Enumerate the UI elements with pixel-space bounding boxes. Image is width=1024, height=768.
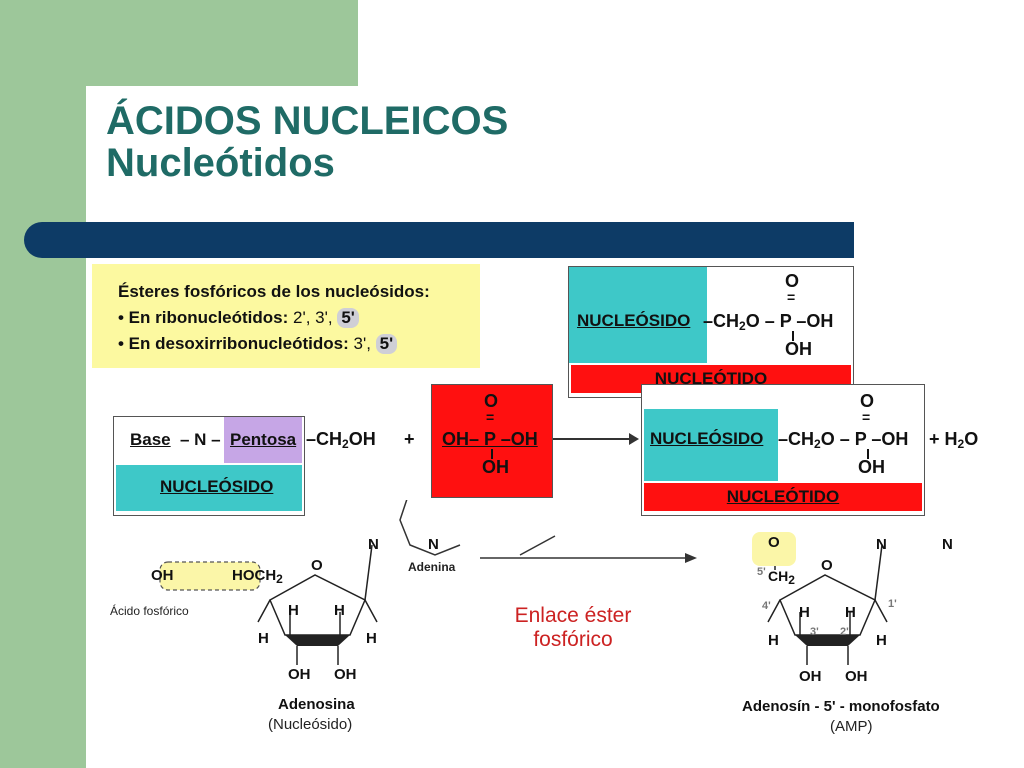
amp-n-right: N	[942, 536, 953, 553]
adenosine-oh-3: OH	[288, 666, 311, 683]
info-deoxy-line: • En desoxirribonucleótidos: 3', 5'	[118, 334, 398, 354]
reaction-arrow	[553, 433, 639, 445]
adenina-label: Adenina	[408, 560, 456, 574]
adenosine-h-outer-left: H	[258, 630, 269, 647]
top-double-bond: =	[787, 289, 796, 305]
green-top-band	[0, 0, 358, 86]
green-side-band	[0, 86, 86, 768]
amp-h-left: H	[799, 604, 810, 621]
prime-1: 1'	[888, 598, 897, 610]
deoxy-label: • En desoxirribonucleótidos:	[118, 334, 349, 353]
product-nucleotido-bar: NUCLEÓTIDO	[644, 483, 922, 511]
amp-ring-o: O	[821, 557, 833, 574]
product-o: O	[860, 391, 875, 411]
product-oh: OH	[858, 457, 885, 477]
reactant-nucleoside-box: Base – N – Pentosa NUCLEÓSIDO	[113, 416, 305, 516]
acido-fosforico-label: Ácido fosfórico	[110, 604, 189, 618]
adenosine-h-left: H	[288, 602, 299, 619]
prime-2: 2'	[840, 626, 849, 638]
nucleosido-paren-label: (Nucleósido)	[268, 716, 353, 733]
amp-h-outer-right: H	[876, 632, 887, 649]
reactant-nucleosido-label: NUCLEÓSIDO	[160, 477, 274, 496]
info-heading: Ésteres fosfóricos de los nucleósidos:	[118, 282, 430, 301]
dash-n: – N –	[180, 430, 221, 449]
product-single-bond	[867, 449, 869, 459]
ribo-values: 2', 3',	[293, 308, 333, 327]
condensation-highlight	[159, 561, 261, 591]
slide-title: ÁCIDOS NUCLEICOS Nucleótidos	[106, 100, 508, 184]
pentosa-label: Pentosa	[230, 430, 297, 449]
acid-single-bond	[491, 449, 493, 459]
nucleoside-block	[569, 267, 707, 363]
oh-left: OH	[151, 567, 174, 584]
product-formula: –CH2O – P –OH	[778, 429, 909, 451]
top-o: O	[785, 271, 800, 291]
esters-info-box: Ésteres fosfóricos de los nucleósidos: •…	[92, 264, 480, 368]
amp-highlight	[752, 532, 796, 566]
top-nucleotido-label: NUCLEÓTIDO	[654, 369, 768, 388]
plus-water: + H2O	[929, 429, 979, 451]
adenosina-label: Adenosina	[278, 696, 355, 713]
prime-5: 5'	[757, 566, 766, 578]
acid-oh: OH	[482, 457, 509, 477]
product-double-bond: =	[862, 409, 871, 425]
plus-sign: +	[404, 429, 415, 449]
structures-drawing	[159, 500, 888, 665]
info-ribo-line: • En ribonucleótidos: 2', 3', 5'	[118, 308, 359, 328]
amp-oh-2: OH	[845, 668, 868, 685]
ester-caption-line-1: Enlace éster	[514, 604, 632, 627]
bottom-arrow-head	[685, 553, 697, 563]
deoxy-highlight-badge: 5'	[375, 334, 398, 354]
adenosine-ring	[257, 544, 378, 665]
phosphoric-acid-box: O = OH– P –OH OH	[431, 384, 553, 498]
acid-formula: OH– P –OH	[442, 429, 538, 449]
adenosine-oh-2: OH	[334, 666, 357, 683]
amp-o: O	[768, 534, 780, 551]
product-nucleotide-box: NUCLEÓSIDO –CH2O – P –OH O = OH NUCLEÓTI…	[641, 384, 925, 516]
header-divider-bar	[24, 222, 854, 258]
nucleotide-structure-box: NUCLEÓSIDO –CH2O – P –OH O = OH NUCLEÓTI…	[568, 266, 854, 398]
acid-o: O	[484, 391, 499, 411]
amp-oh-3: OH	[799, 668, 822, 685]
hoch2-label: HOCH2	[232, 567, 283, 586]
ribo-highlight-badge: 5'	[337, 308, 359, 328]
top-single-bond	[792, 331, 794, 341]
adenosine-h-right: H	[334, 602, 345, 619]
prime-3: 3'	[810, 626, 819, 638]
base-label: Base	[130, 430, 171, 449]
adenosine-ring-o: O	[311, 557, 323, 574]
ester-bond-caption: Enlace éster fosfórico	[500, 604, 646, 652]
ribo-label: • En ribonucleótidos:	[118, 308, 289, 327]
prime-4: 4'	[762, 600, 771, 612]
ch2oh-group: –CH2OH	[306, 429, 376, 451]
top-formula: –CH2O – P –OH	[703, 311, 834, 333]
amp-name-label: Adenosín - 5' - monofosfato	[742, 698, 940, 715]
adenosine-n: N	[368, 536, 379, 553]
ester-caption-line-2: fosfórico	[533, 628, 613, 651]
amp-h-right: H	[845, 604, 856, 621]
product-nucleosido-label: NUCLEÓSIDO	[650, 429, 764, 448]
amp-h-outer-left: H	[768, 632, 779, 649]
product-nucleoside-block	[644, 409, 778, 481]
adenine-n: N	[428, 536, 439, 553]
top-nucleosido-label: NUCLEÓSIDO	[577, 311, 691, 330]
amp-ch2: CH2	[768, 568, 795, 587]
amp-n: N	[876, 536, 887, 553]
title-line-1: ÁCIDOS NUCLEICOS	[106, 99, 509, 143]
product-nucleotido-label: NUCLEÓTIDO	[726, 487, 840, 506]
title-line-2: Nucleótidos	[106, 141, 335, 185]
top-oh: OH	[785, 339, 812, 359]
adenosine-h-outer-right: H	[366, 630, 377, 647]
pentosa-block	[224, 417, 302, 463]
reactant-nucleoside-block	[116, 465, 302, 511]
deoxy-values: 3',	[353, 334, 371, 353]
amp-abbr-label: (AMP)	[830, 718, 873, 735]
acid-double-bond: =	[486, 409, 495, 425]
